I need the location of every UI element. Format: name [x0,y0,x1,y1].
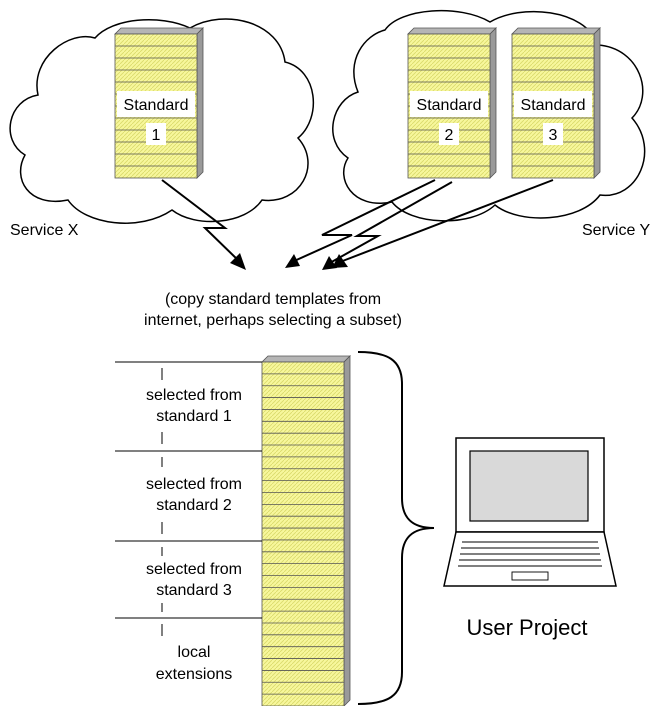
section-3-line-1: selected from [146,561,242,578]
stack-front-face [261,361,345,706]
section-4-line-1: local [178,644,211,661]
project-stack [261,355,351,706]
standard-1-label: Standard [124,97,189,114]
standard-stack-2: Standard 2 [407,27,497,179]
stack-top-face [511,27,601,35]
laptop-icon [443,437,617,587]
standard-3-number-bg [543,123,563,145]
section-1-line-2: standard 1 [156,408,232,425]
arrow-head-2a [285,254,300,268]
section-1-line-1: selected from [146,387,242,404]
laptop-base [443,531,617,587]
stack-side-face [196,27,204,179]
service-y-label: Service Y [582,222,651,239]
arrow-from-standard-3 [339,179,554,263]
copy-note-line-1: (copy standard templates from [165,291,381,308]
arrow-head-1 [230,253,246,270]
section-dividers [115,361,262,619]
section-3-line-2: standard 3 [156,582,232,599]
standard-3-number: 3 [549,127,558,144]
stack-top-face [114,27,204,35]
copy-note-line-2: internet, perhaps selecting a subset) [144,312,402,329]
section-4-line-2: extensions [156,666,233,683]
service-x-label: Service X [10,222,79,239]
stack-top-face [407,27,497,35]
stack-row-lines [262,373,344,695]
standard-2-label: Standard [417,97,482,114]
transfer-arrows [161,179,554,270]
arrow-from-standard-2-b [327,181,453,265]
arrow-from-standard-1 [161,179,241,263]
stack-side-face [343,355,351,706]
standard-1-number-bg [146,123,166,145]
arrow-head-3 [332,254,348,268]
arrow-from-standard-2-a [291,179,436,263]
standard-2-label-bg [410,91,488,117]
standard-2-number-bg [439,123,459,145]
stack-row-lines [408,45,490,167]
standard-stack-1: Standard 1 [114,27,204,179]
standard-1-number: 1 [152,127,161,144]
standard-1-label-bg [117,91,195,117]
stack-top-face [261,355,351,363]
laptop-screen [469,450,589,522]
curly-brace [357,351,435,705]
standard-stack-3: Standard 3 [511,27,601,179]
trackpad [511,571,549,581]
section-2-line-1: selected from [146,476,242,493]
section-2-line-2: standard 2 [156,497,232,514]
standard-3-label: Standard [521,97,586,114]
stack-side-face [593,27,601,179]
laptop-keyboard [458,541,602,581]
standard-2-number: 2 [445,127,454,144]
standard-3-label-bg [514,91,592,117]
stack-side-face [489,27,497,179]
user-project-label: User Project [466,615,587,640]
